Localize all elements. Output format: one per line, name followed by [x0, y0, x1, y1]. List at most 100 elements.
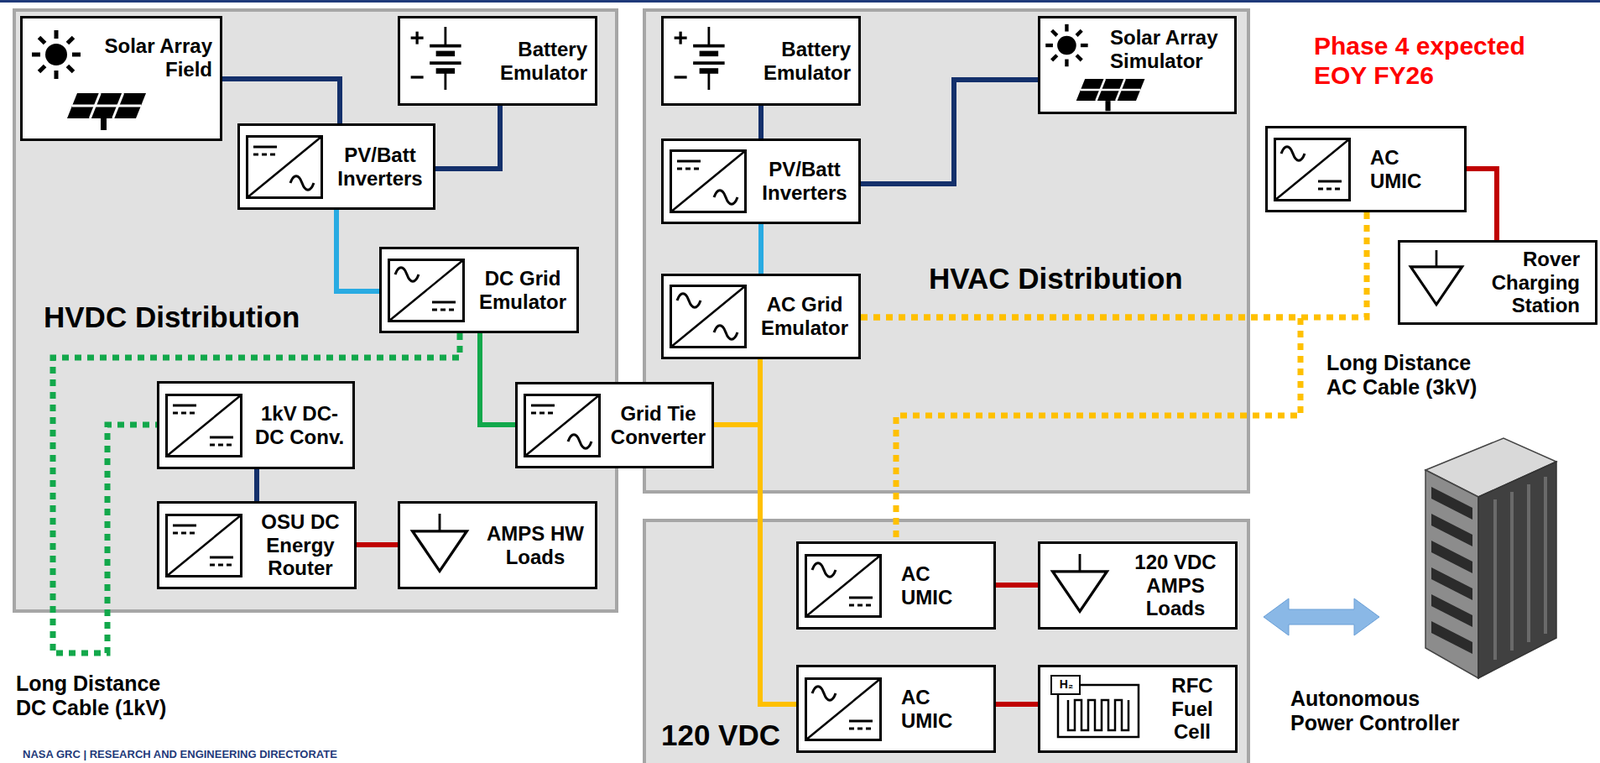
power-line — [254, 469, 260, 501]
dc-mark — [209, 557, 234, 565]
dc-mark — [1318, 181, 1342, 189]
footer-text: NASA GRC | RESEARCH AND ENGINEERING DIRE… — [22, 748, 338, 761]
battery-icon — [669, 26, 733, 94]
dc-mark — [209, 437, 234, 445]
dc-mark — [172, 405, 197, 413]
conv-icon — [804, 677, 882, 741]
ac-mark — [714, 325, 738, 340]
component-box: Solar Array Simulator — [1037, 15, 1237, 115]
box-label: AMPS HW Loads — [481, 521, 589, 569]
hydrogen-badge: H₂ — [1056, 677, 1077, 691]
box-label: PV/Batt Inverters — [329, 143, 431, 190]
conv-icon — [669, 284, 747, 349]
component-box: Solar Array Field — [20, 15, 223, 141]
ac-mark — [568, 434, 592, 449]
converter-frame — [806, 678, 881, 741]
ac-mark — [812, 686, 836, 701]
converter-frame — [806, 555, 881, 617]
dc-mark — [677, 161, 701, 169]
converter-frame — [166, 395, 242, 457]
node-caption: Autonomous Power Controller — [1290, 686, 1484, 735]
dc-mark — [849, 597, 873, 605]
fuel-graphic — [1051, 675, 1139, 737]
box-label: DC Grid Emulator — [471, 266, 574, 313]
component-box: RFC Fuel Cell H₂ — [1037, 664, 1238, 753]
conv-icon — [523, 393, 601, 458]
distribution-panel: HVDC Distribution Solar Array Field Batter… — [12, 8, 619, 613]
converter-diagonal — [1275, 139, 1350, 201]
component-box: Battery Emulator — [397, 15, 598, 106]
component-box: Grid Tie Converter — [515, 381, 715, 469]
component-box: AC UMIC — [796, 664, 996, 753]
server-icon — [1423, 436, 1559, 680]
power-line — [1466, 168, 1497, 240]
component-box: 120 VDC AMPS Loads — [1037, 541, 1238, 630]
power-line — [758, 105, 764, 139]
conv-icon — [245, 135, 324, 199]
battery-graphic — [411, 26, 462, 90]
component-box: PV/Batt Inverters — [237, 123, 436, 210]
power-line — [356, 542, 398, 548]
header-rule — [0, 0, 1600, 3]
ac-mark — [812, 562, 836, 578]
power-line — [758, 224, 764, 274]
box-label: AC UMIC — [1370, 145, 1446, 193]
cable-label: Long Distance DC Cable (1kV) — [15, 671, 180, 720]
box-label: Solar Array Simulator — [1110, 26, 1230, 73]
converter-diagonal — [247, 136, 323, 199]
status-note: Phase 4 expected EOY FY26 — [1313, 31, 1554, 90]
component-box: Rover Charging Station — [1397, 239, 1598, 325]
component-box: AC UMIC — [1265, 125, 1467, 213]
ac-mark — [290, 176, 314, 191]
ac-mark — [1281, 146, 1305, 162]
box-label: 1kV DC-DC Conv. — [249, 401, 350, 449]
converter-frame — [671, 151, 746, 213]
server-graphic — [1425, 437, 1557, 678]
ac-mark — [395, 267, 419, 282]
distribution-panel: 120 VDCAC UMIC120 VDC AMPS LoadsAC UMICR… — [642, 518, 1251, 763]
dc-mark — [432, 302, 456, 310]
load-icon — [1047, 553, 1114, 618]
conv-icon — [387, 258, 465, 323]
component-box: AMPS HW Loads — [397, 500, 598, 589]
cable-label: Long Distance AC Cable (3kV) — [1326, 350, 1491, 400]
box-label: Solar Array Field — [86, 34, 213, 81]
converter-frame — [247, 136, 323, 199]
box-label: Grid Tie Converter — [607, 401, 709, 449]
battery-icon — [406, 26, 470, 94]
box-label: AC UMIC — [901, 685, 977, 732]
conv-icon — [165, 513, 243, 578]
ac-mark — [677, 293, 701, 308]
controller-node: Autonomous Power Controller — [1392, 436, 1561, 688]
load-graphic — [412, 513, 468, 571]
converter-diagonal — [389, 260, 464, 322]
converter-frame — [671, 286, 746, 348]
conv-icon — [1273, 137, 1351, 202]
box-label: Rover Charging Station — [1477, 247, 1580, 318]
dc-mark — [531, 405, 555, 413]
dc-mark — [253, 146, 277, 155]
power-line — [995, 701, 1038, 707]
conv-icon — [804, 553, 882, 618]
converter-diagonal — [166, 395, 242, 457]
component-box: 1kV DC-DC Conv. — [156, 380, 355, 470]
box-label: OSU DC Energy Router — [249, 510, 352, 580]
panel-heading: HVDC Distribution — [43, 300, 397, 334]
box-label: AC UMIC — [901, 562, 977, 609]
conv-icon — [669, 149, 747, 214]
box-label: RFC Fuel Cell — [1153, 673, 1231, 744]
converter-frame — [1275, 139, 1350, 201]
converter-frame — [389, 260, 464, 322]
converter-diagonal — [525, 395, 600, 457]
component-box: OSU DC Energy Router — [156, 500, 357, 589]
distribution-panel: HVAC DistributionBattery EmulatorSolar A… — [642, 8, 1251, 494]
component-box: AC Grid Emulator — [661, 273, 861, 360]
box-label: AC Grid Emulator — [753, 292, 856, 339]
component-box: AC UMIC — [796, 541, 996, 630]
load-graphic — [1052, 553, 1108, 611]
box-label: Battery Emulator — [479, 37, 588, 84]
converter-frame — [166, 515, 242, 577]
dc-mark — [849, 720, 873, 729]
dc-mark — [172, 525, 197, 533]
